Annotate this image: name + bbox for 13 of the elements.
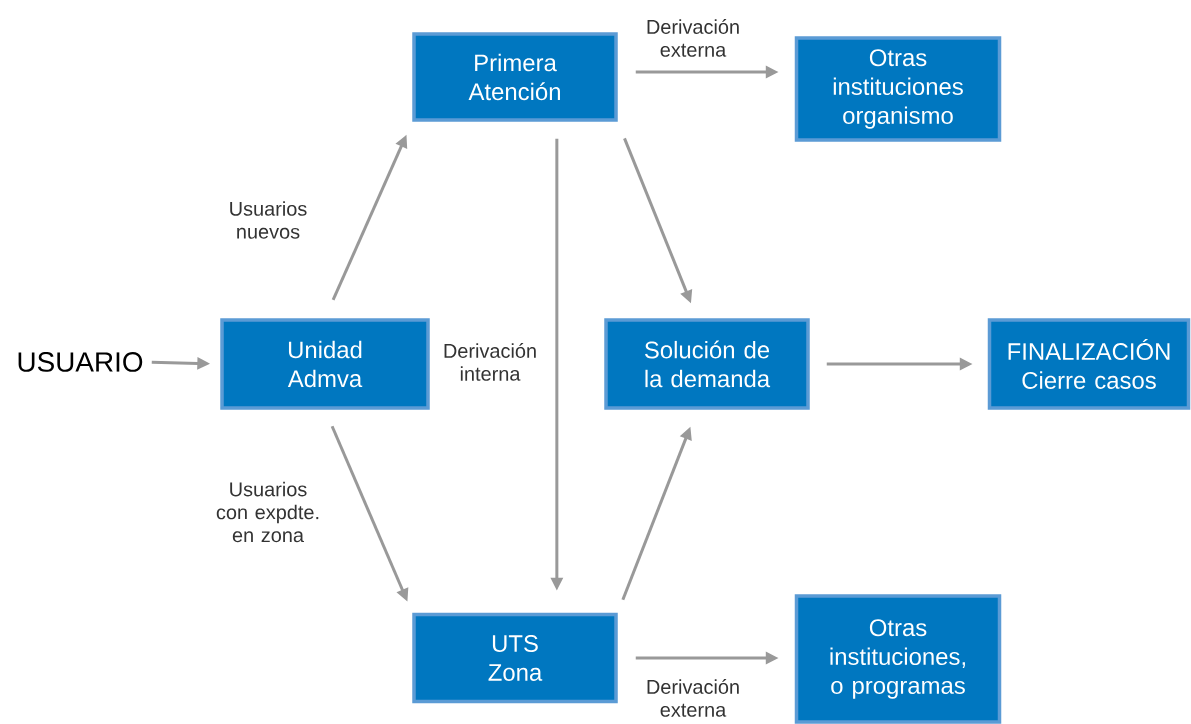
process-box: Otras instituciones organismo xyxy=(794,36,1002,142)
edge-label: Derivación externa xyxy=(647,679,739,717)
edge-label: Derivación externa xyxy=(647,19,739,57)
start-label: USUARIO xyxy=(18,352,143,372)
process-box: Primera Atención xyxy=(412,32,618,122)
process-box: Solución de la demanda xyxy=(604,318,810,410)
process-box: Otras instituciones, o programas xyxy=(794,594,1002,724)
process-box: FINALIZACIÓN Cierre casos xyxy=(987,318,1191,410)
edge-label: Usuarios nuevos xyxy=(230,201,307,239)
edge-label: Derivación interna xyxy=(444,343,536,381)
process-box: UTS Zona xyxy=(412,612,618,704)
edge-label: Usuarios con expdte. en zona xyxy=(216,481,319,543)
process-box: Unidad Admva xyxy=(220,318,430,410)
